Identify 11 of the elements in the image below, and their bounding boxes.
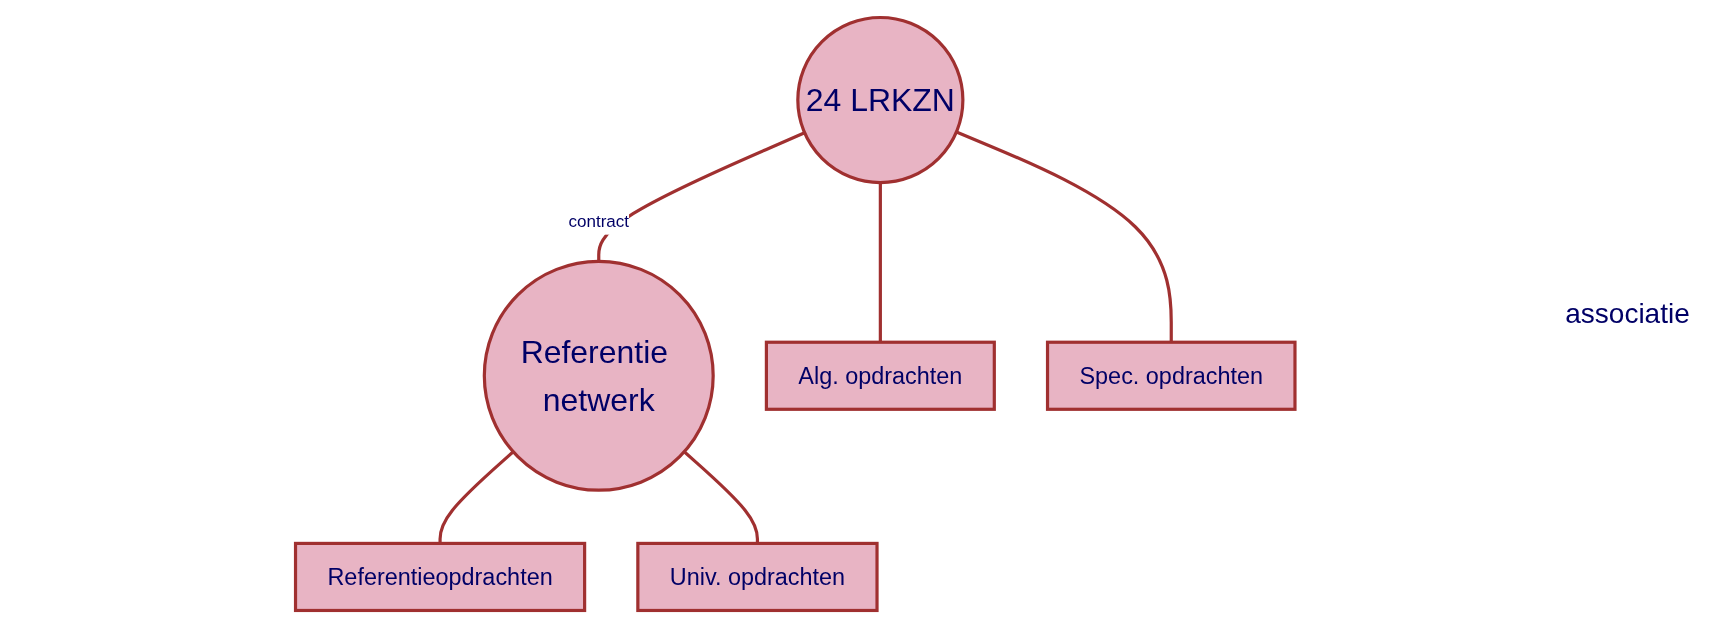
edge-label: contract xyxy=(568,212,630,231)
connector xyxy=(683,450,759,544)
note-text: associatie xyxy=(1565,298,1690,330)
connector xyxy=(878,182,882,343)
connector xyxy=(438,450,515,544)
node-box: Spec. opdrachten xyxy=(1045,340,1297,411)
node-box: Univ. opdrachten xyxy=(636,541,879,613)
node-circle: 24 LRKZN xyxy=(796,15,965,185)
node-box: Alg. opdrachten xyxy=(764,340,996,411)
node-box: Referentieopdrachten xyxy=(293,541,587,613)
node-circle: Referentie netwerk xyxy=(482,259,715,492)
